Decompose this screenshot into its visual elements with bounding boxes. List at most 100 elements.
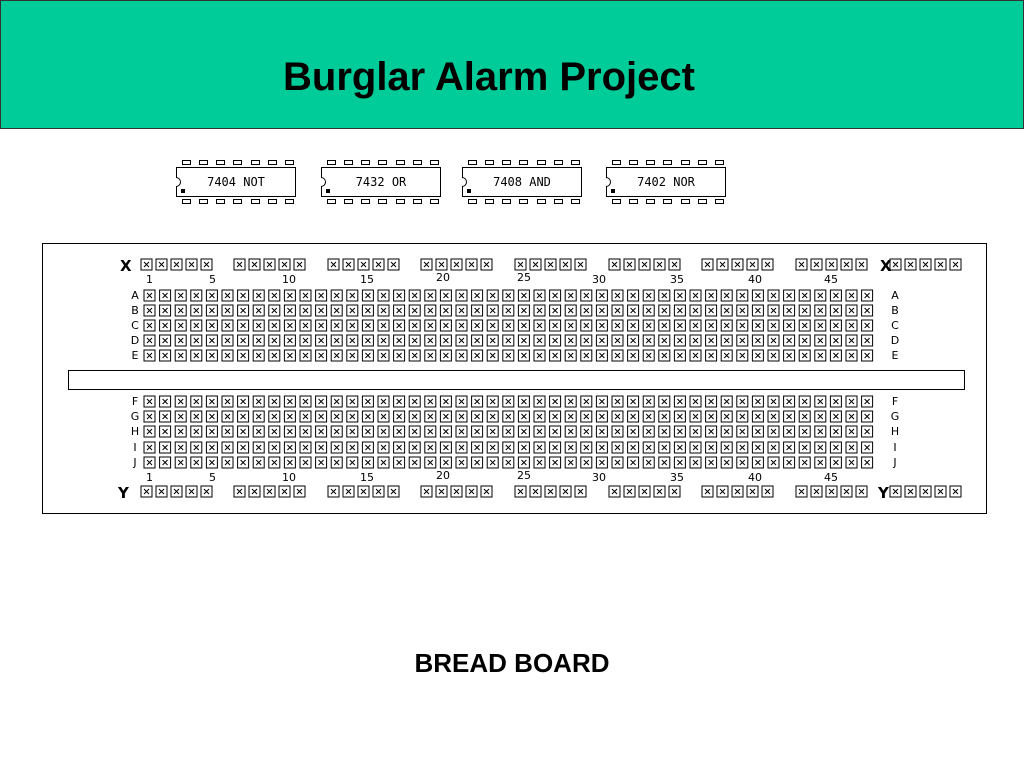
breadboard-hole: [783, 425, 796, 438]
breadboard-hole: [580, 334, 593, 347]
breadboard-hole: [720, 334, 733, 347]
breadboard-hole: [761, 485, 774, 498]
breadboard-hole: [716, 258, 729, 271]
breadboard-hole: [595, 425, 608, 438]
breadboard-hole: [949, 485, 962, 498]
breadboard-hole: [283, 441, 296, 454]
breadboard-hole: [642, 304, 655, 317]
breadboard-hole: [346, 395, 359, 408]
col-num-1-bottom: 1: [146, 471, 153, 484]
chip-pin: [344, 199, 354, 204]
breadboard-hole: [299, 425, 312, 438]
breadboard-hole: [795, 485, 808, 498]
breadboard-hole: [689, 289, 702, 302]
chip-pin: [646, 160, 656, 165]
breadboard-hole: [549, 304, 562, 317]
breadboard-hole: [642, 319, 655, 332]
breadboard-hole: [829, 441, 842, 454]
chip-pin: [612, 199, 621, 204]
breadboard-hole: [439, 349, 452, 362]
breadboard-hole: [767, 456, 780, 469]
breadboard-hole: [673, 304, 686, 317]
breadboard-hole: [439, 319, 452, 332]
breadboard-hole: [174, 441, 187, 454]
breadboard-hole: [533, 456, 546, 469]
breadboard-hole: [408, 456, 421, 469]
chip-pin: [680, 199, 690, 204]
chip-pin: [327, 160, 336, 165]
breadboard-hole: [861, 334, 874, 347]
breadboard-hole: [514, 485, 527, 498]
breadboard-hole: [471, 425, 484, 438]
breadboard-hole: [471, 456, 484, 469]
rail-label-top-left: X: [120, 257, 132, 275]
breadboard-hole: [608, 485, 621, 498]
breadboard-hole: [471, 410, 484, 423]
breadboard-hole: [420, 258, 433, 271]
breadboard-hole: [252, 334, 265, 347]
breadboard-hole: [705, 441, 718, 454]
breadboard-hole: [155, 485, 168, 498]
breadboard-hole: [736, 456, 749, 469]
breadboard-hole: [387, 485, 400, 498]
breadboard-hole: [143, 334, 156, 347]
breadboard-hole: [205, 425, 218, 438]
breadboard-hole: [268, 334, 281, 347]
breadboard-hole: [237, 304, 250, 317]
breadboard-hole: [559, 258, 572, 271]
breadboard-hole: [814, 304, 827, 317]
chip-pin: [182, 199, 191, 204]
breadboard-hole: [533, 289, 546, 302]
breadboard-hole: [705, 410, 718, 423]
row-label-g-right: G: [890, 410, 900, 423]
pin1-marker: [181, 189, 185, 193]
breadboard-hole: [299, 319, 312, 332]
breadboard-hole: [705, 425, 718, 438]
breadboard-hole: [346, 410, 359, 423]
breadboard-hole: [705, 395, 718, 408]
chip-pin: [378, 160, 388, 165]
breadboard-hole: [330, 456, 343, 469]
chip-pin: [519, 199, 529, 204]
breadboard-hole: [736, 319, 749, 332]
breadboard-hole: [533, 334, 546, 347]
chip-pin: [412, 160, 422, 165]
col-num-25-top: 25: [517, 271, 531, 284]
breadboard-hole: [502, 304, 515, 317]
breadboard-hole: [268, 319, 281, 332]
row-label-e-left: E: [131, 349, 139, 362]
breadboard-hole: [829, 334, 842, 347]
breadboard-hole: [486, 395, 499, 408]
breadboard-hole: [450, 258, 463, 271]
breadboard-hole: [736, 441, 749, 454]
breadboard-hole: [533, 410, 546, 423]
breadboard-hole: [377, 289, 390, 302]
chip-pin: [680, 160, 690, 165]
breadboard-hole: [377, 441, 390, 454]
breadboard-hole: [315, 349, 328, 362]
breadboard-hole: [673, 395, 686, 408]
breadboard-hole: [424, 349, 437, 362]
breadboard-hole: [627, 319, 640, 332]
breadboard-hole: [159, 304, 172, 317]
breadboard-hole: [221, 456, 234, 469]
breadboard-hole: [517, 456, 530, 469]
breadboard-hole: [720, 456, 733, 469]
breadboard-hole: [140, 258, 153, 271]
breadboard-hole: [190, 425, 203, 438]
breadboard-hole: [798, 456, 811, 469]
breadboard-hole: [237, 441, 250, 454]
breadboard-hole: [529, 485, 542, 498]
breadboard-hole: [327, 485, 340, 498]
chip-pin: [284, 199, 294, 204]
breadboard-hole: [486, 304, 499, 317]
breadboard-hole: [814, 456, 827, 469]
row-label-g-left: G: [130, 410, 140, 423]
pin1-marker: [611, 189, 615, 193]
breadboard-hole: [904, 485, 917, 498]
breadboard-hole: [252, 410, 265, 423]
breadboard-hole: [580, 395, 593, 408]
breadboard: X X Y Y A B C D E A B C D E F G H I J F …: [42, 243, 987, 514]
breadboard-hole: [517, 319, 530, 332]
chip-pin: [536, 199, 546, 204]
